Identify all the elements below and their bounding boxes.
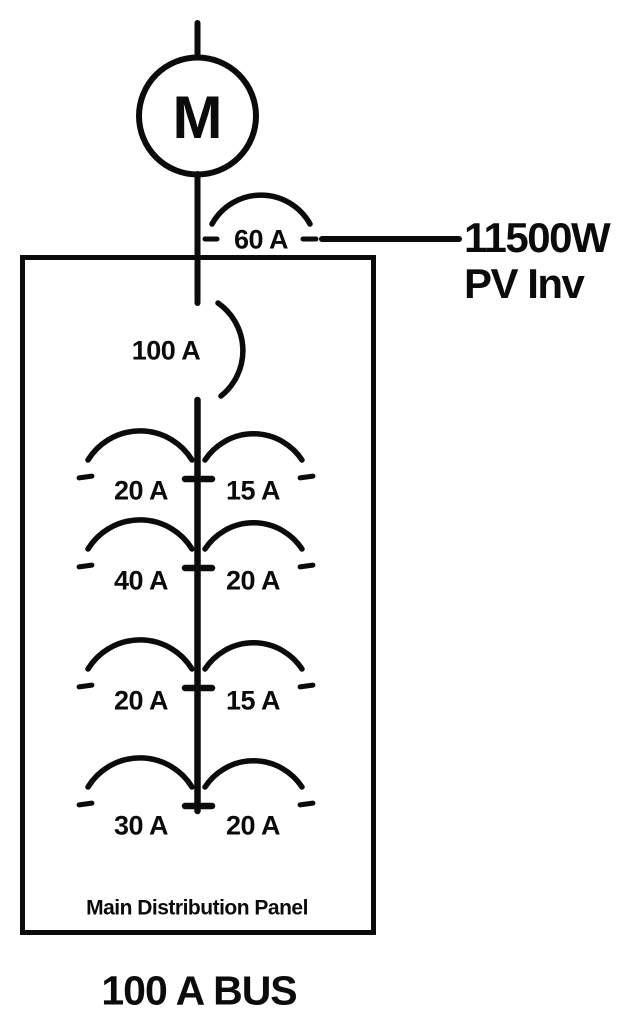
load-terminal-dash-right: [297, 682, 316, 690]
branch-breaker-arc-right: [202, 520, 305, 552]
branch-breaker-arc-left: [85, 517, 195, 552]
branch-rating-row3-left: 20 A: [113, 685, 169, 716]
branch-rating-row4-left: 30 A: [113, 810, 169, 841]
branch-breaker-arc-right: [202, 640, 305, 672]
branch-rating-row2-right: 20 A: [225, 565, 281, 596]
load-terminal-dash-right: [297, 473, 316, 481]
load-terminal-dash-left: [76, 473, 95, 481]
branch-breaker-row-4: [76, 755, 316, 810]
branch-rating-row1-left: 20 A: [113, 475, 169, 506]
pv-inverter-label-line1: 11500W: [464, 214, 611, 261]
load-terminal-dash-left: [76, 562, 95, 570]
branch-breaker-arc-left: [85, 428, 195, 463]
branch-breaker-arc-left: [85, 755, 195, 790]
branch-breaker-row-2: [76, 517, 316, 572]
branch-breaker-arc-left: [85, 637, 195, 672]
load-terminal-dash-right: [297, 800, 316, 808]
branch-rating-row4-right: 20 A: [225, 810, 281, 841]
branch-breaker-arc-right: [202, 431, 305, 463]
pv-breaker-symbol: [202, 192, 462, 242]
branch-breaker-row-3: [76, 637, 316, 692]
branch-rating-row3-right: 15 A: [225, 685, 281, 716]
branch-breaker-row-1: [76, 428, 316, 483]
meter-label: M: [172, 84, 223, 151]
pv-breaker-rating: 60 A: [233, 224, 289, 255]
pv-inverter-label-line2: PV Inv: [464, 260, 585, 307]
panel-box: [20, 255, 376, 935]
branch-breaker-arc-right: [202, 758, 305, 790]
load-terminal-dash-right: [297, 562, 316, 570]
main-breaker-rating: 100 A: [131, 335, 201, 366]
pv-breaker-arc: [209, 192, 313, 227]
branch-rating-row1-right: 15 A: [225, 475, 281, 506]
load-terminal-dash-left: [76, 682, 95, 690]
load-terminal-dash-left: [76, 800, 95, 808]
main-breaker-arc: [215, 300, 246, 399]
panel-title: Main Distribution Panel: [86, 896, 308, 920]
bus-rating-label: 100 A BUS: [101, 967, 297, 1014]
branch-rating-row2-left: 40 A: [113, 565, 169, 596]
